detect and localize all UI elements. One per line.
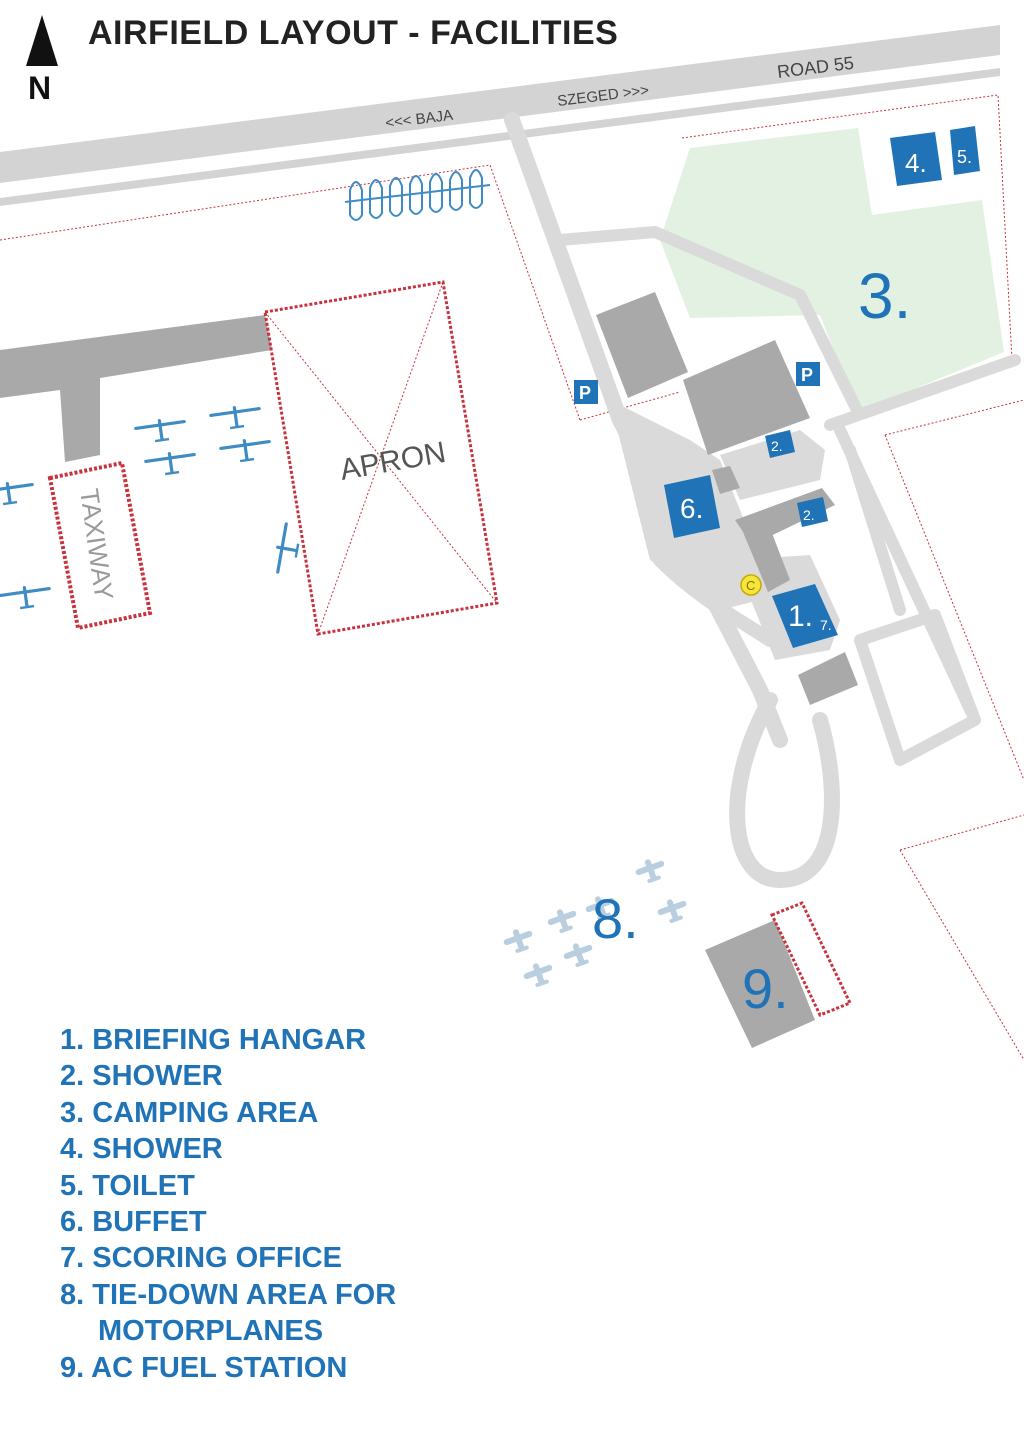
legend-item: 3. CAMPING AREA bbox=[60, 1096, 319, 1129]
label-4: 4. bbox=[905, 148, 927, 178]
label-8: 8. bbox=[592, 887, 639, 950]
label-1: 1. bbox=[788, 600, 813, 633]
label-3: 3. bbox=[858, 260, 911, 332]
buildings bbox=[0, 292, 858, 1048]
glider-fleet bbox=[0, 402, 303, 612]
label-2b: 2. bbox=[803, 507, 815, 523]
legend-item: 9. AC FUEL STATION bbox=[60, 1351, 348, 1384]
legend-item: 4. SHOWER bbox=[60, 1133, 223, 1166]
parking-label-east: P bbox=[801, 365, 813, 385]
camping-area bbox=[660, 128, 1004, 412]
legend-item: 7. SCORING OFFICE bbox=[60, 1242, 342, 1275]
label-5: 5. bbox=[957, 147, 972, 167]
label-6: 6. bbox=[680, 493, 703, 524]
legend-item-continuation: MOTORPLANES bbox=[98, 1315, 324, 1348]
taxiway-box bbox=[47, 460, 153, 631]
north-arrow-icon bbox=[26, 15, 58, 66]
field-boundary bbox=[0, 94, 1024, 1061]
page-title: AIRFIELD LAYOUT - FACILITIES bbox=[88, 14, 619, 52]
fuel-station-strip bbox=[769, 901, 853, 1017]
shower-forecourt bbox=[720, 430, 825, 500]
label-2a: 2. bbox=[771, 438, 783, 454]
facility-boxes bbox=[664, 126, 980, 648]
taxiway-label: TAXIWAY bbox=[74, 487, 119, 602]
facility-legend: 1. BRIEFING HANGAR 2. SHOWER 3. CAMPING … bbox=[60, 1022, 396, 1386]
fuel-marker-label: C bbox=[746, 578, 755, 593]
fuel-marker bbox=[740, 574, 762, 596]
glider-parking-row bbox=[344, 169, 491, 221]
label-9: 9. bbox=[742, 957, 789, 1020]
legend-item: 1. BRIEFING HANGAR bbox=[60, 1024, 367, 1056]
label-7: 7. bbox=[820, 617, 832, 633]
legend-item: 8. TIE-DOWN AREA FOR bbox=[60, 1278, 397, 1311]
legend-item: 6. BUFFET bbox=[60, 1206, 207, 1239]
legend-item: 2. SHOWER bbox=[60, 1060, 223, 1093]
north-label: N bbox=[28, 70, 52, 106]
parking-signs bbox=[574, 362, 820, 404]
parking-label-west: P bbox=[579, 383, 591, 403]
main-road bbox=[0, 25, 1000, 206]
apron-area bbox=[263, 280, 499, 636]
apron-label: APRON bbox=[337, 436, 448, 487]
legend-item: 5. TOILET bbox=[60, 1169, 195, 1202]
